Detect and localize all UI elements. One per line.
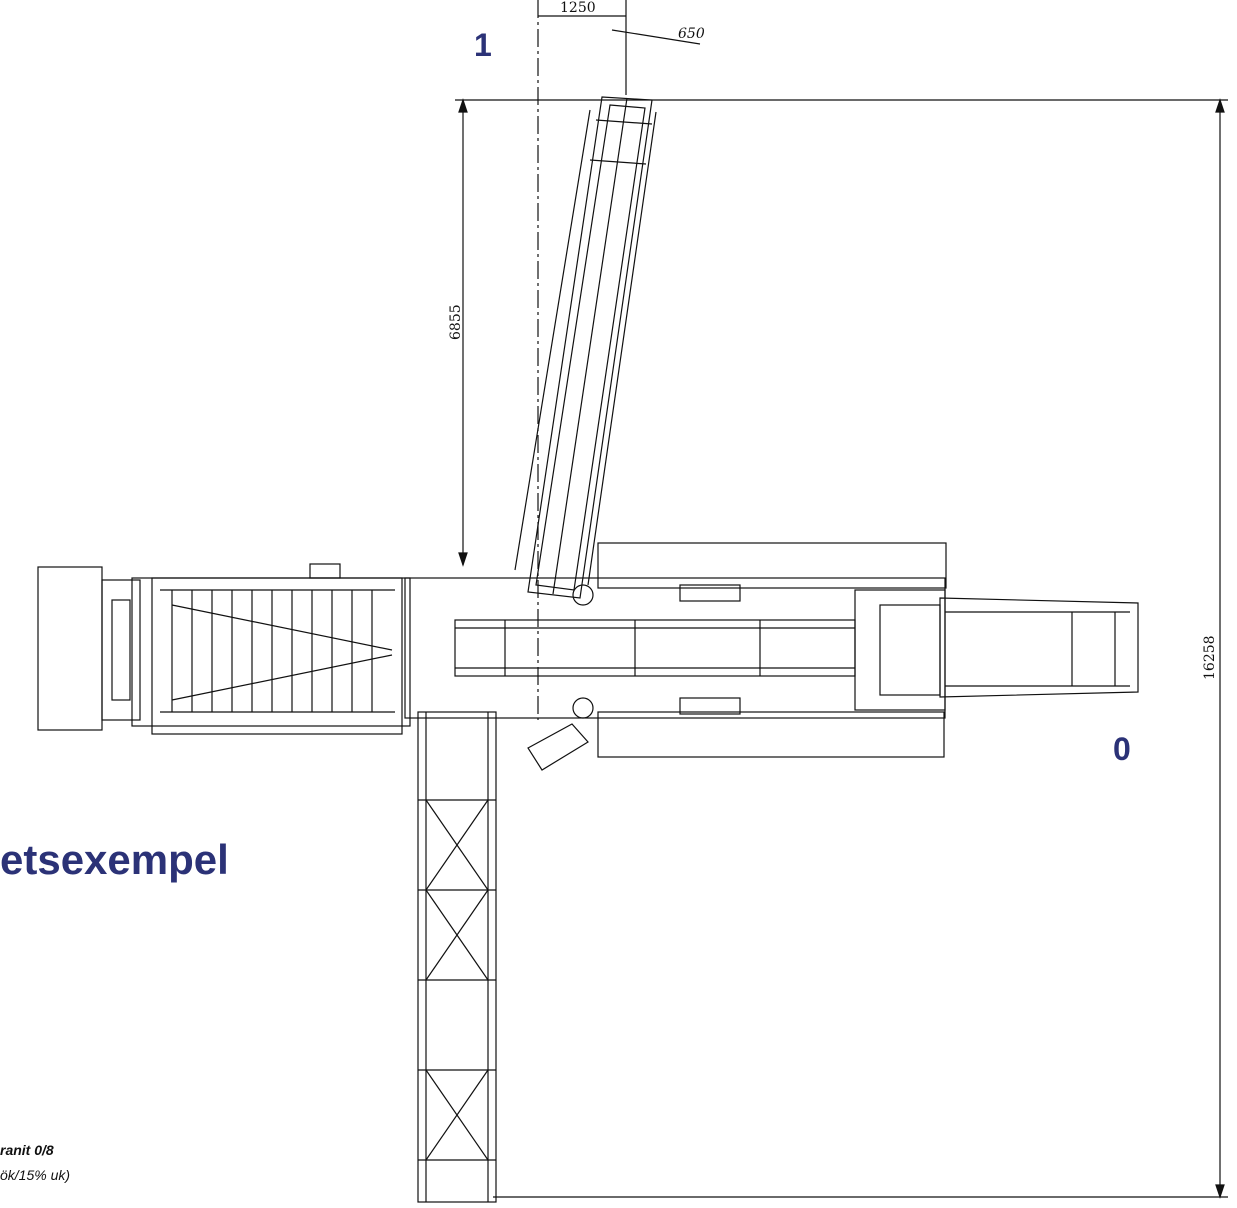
- dim-top-width: 1250: [560, 0, 596, 16]
- screen-unit: [37, 566, 411, 735]
- main-chassis: [309, 542, 947, 758]
- marker-1: 1: [474, 27, 492, 63]
- dim-belt-width: 650: [678, 26, 705, 42]
- upper-inclined-conveyor: [514, 96, 657, 599]
- page-title: etsexempel: [0, 836, 229, 883]
- note-material: ranit 0/8: [0, 1142, 54, 1158]
- dim-total-height: 16258: [1202, 635, 1218, 680]
- dim-upper-height: 6855: [448, 304, 464, 340]
- note-split: ök/15% uk): [0, 1167, 71, 1183]
- marker-0: 0: [1113, 731, 1131, 767]
- right-discharge-conveyor: [939, 597, 1139, 698]
- lower-side-conveyor: [417, 711, 589, 1203]
